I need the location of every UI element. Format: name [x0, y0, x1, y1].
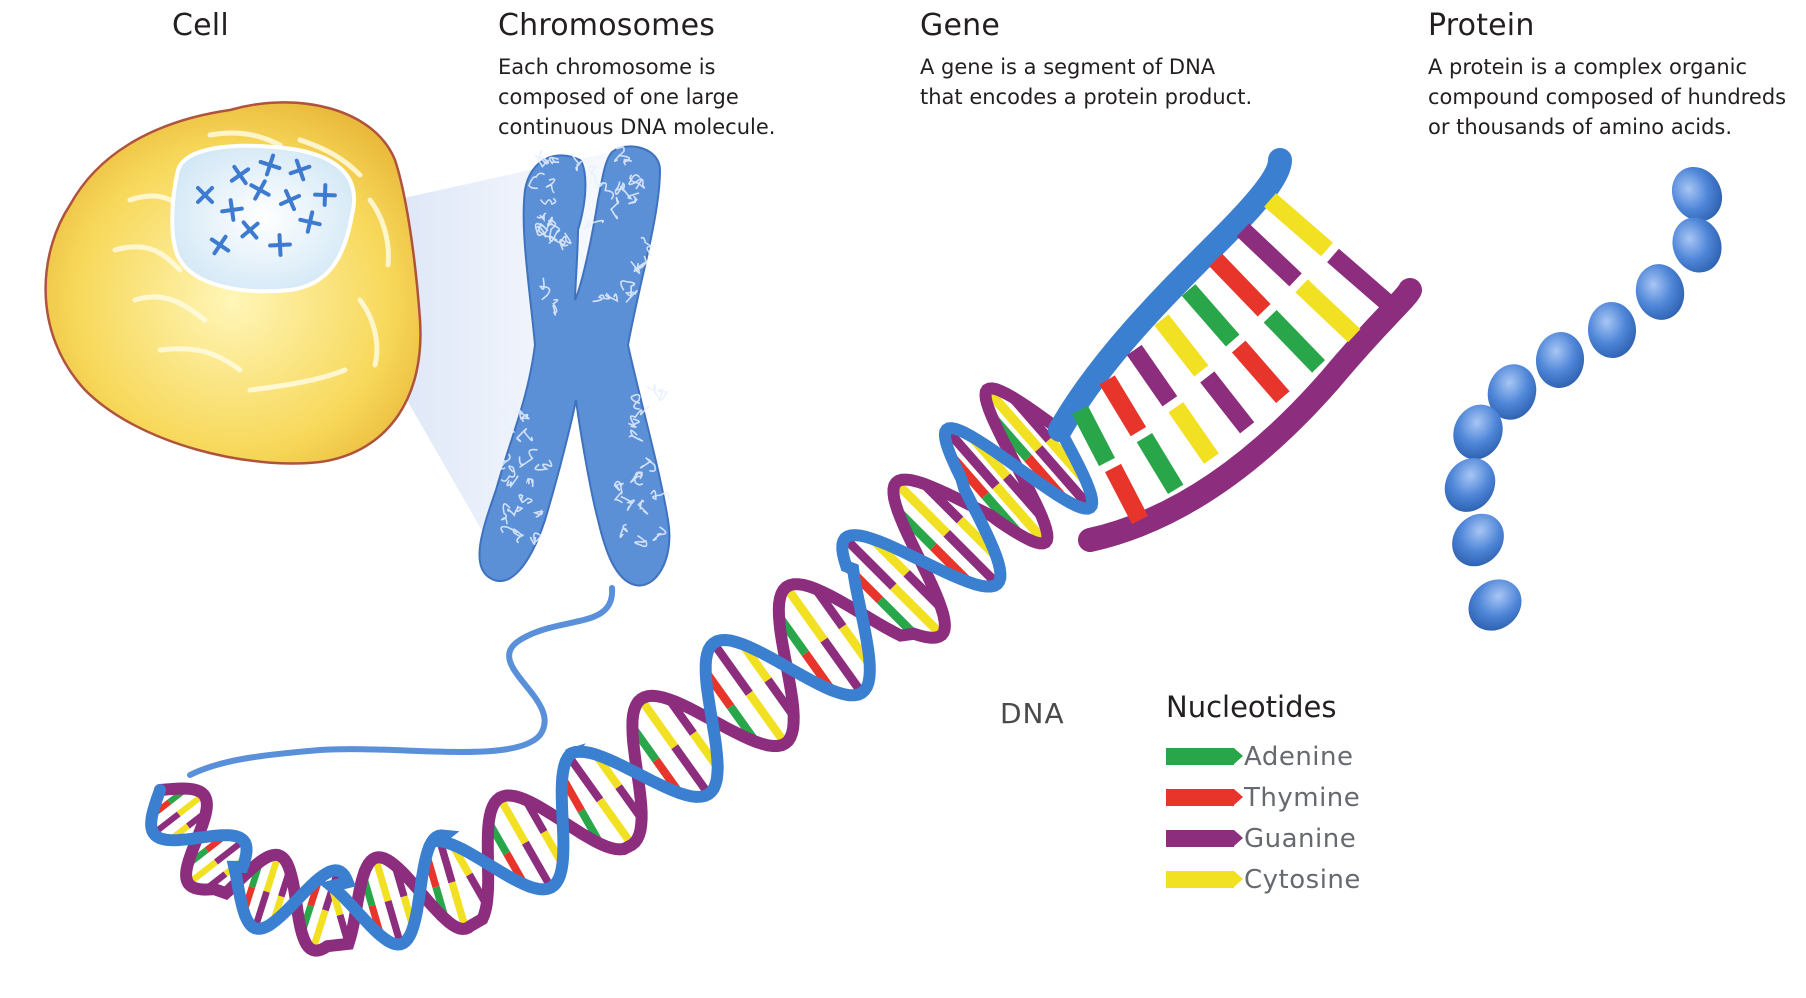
nucleotide-base — [1176, 407, 1212, 458]
thymine-swatch — [1166, 789, 1234, 806]
dna-label: DNA — [1000, 697, 1065, 730]
amino-acid-bead — [1533, 330, 1587, 391]
legend-label: Guanine — [1244, 824, 1356, 854]
amino-acid-bead — [1435, 448, 1506, 521]
nucleotides-legend: Nucleotides Adenine Thymine Guanine Cyto… — [1166, 690, 1361, 900]
nucleotide-base — [1134, 350, 1170, 401]
legend-label: Cytosine — [1244, 865, 1361, 895]
legend-item-adenine: Adenine — [1166, 736, 1361, 777]
amino-acid-bead — [1587, 301, 1638, 359]
nucleotide-base — [1216, 260, 1264, 310]
chromatin-fiber — [658, 390, 667, 401]
adenine-swatch — [1166, 748, 1234, 765]
amino-acid-bead — [1458, 569, 1532, 642]
nucleotide-base — [1080, 410, 1107, 462]
legend-label: Thymine — [1244, 783, 1360, 813]
nucleotide-base — [1270, 200, 1327, 250]
nucleotide-base — [1113, 468, 1140, 520]
legend-title: Nucleotides — [1166, 690, 1361, 724]
cell-graphic — [46, 102, 421, 463]
legend-item-thymine: Thymine — [1166, 777, 1361, 818]
amino-acid-bead — [1441, 503, 1514, 577]
nucleotide-base — [1107, 380, 1138, 432]
nucleotide-base — [1189, 290, 1233, 341]
cytosine-swatch — [1166, 871, 1234, 888]
legend-item-cytosine: Cytosine — [1166, 859, 1361, 900]
legend-item-guanine: Guanine — [1166, 818, 1361, 859]
amino-acid-bead — [1631, 260, 1690, 325]
nucleotide-base — [1270, 316, 1318, 366]
dna-thread — [190, 588, 612, 775]
nucleotide-base — [1333, 256, 1390, 306]
cell-nucleus — [172, 146, 354, 291]
protein-chain — [1435, 158, 1732, 642]
chromatin-fiber — [647, 384, 659, 396]
nucleotide-base — [1144, 438, 1175, 490]
legend-label: Adenine — [1244, 742, 1354, 772]
amino-acid-bead — [1665, 210, 1730, 279]
nucleotide-base — [1302, 286, 1355, 336]
nucleotide-base — [1161, 320, 1201, 371]
nucleotide-base — [1207, 377, 1247, 428]
guanine-swatch — [1166, 830, 1234, 847]
gene-ladder — [1060, 160, 1410, 540]
nucleotide-base — [1243, 230, 1296, 280]
nucleotide-base — [600, 800, 632, 845]
nucleotide-base — [1239, 347, 1283, 398]
